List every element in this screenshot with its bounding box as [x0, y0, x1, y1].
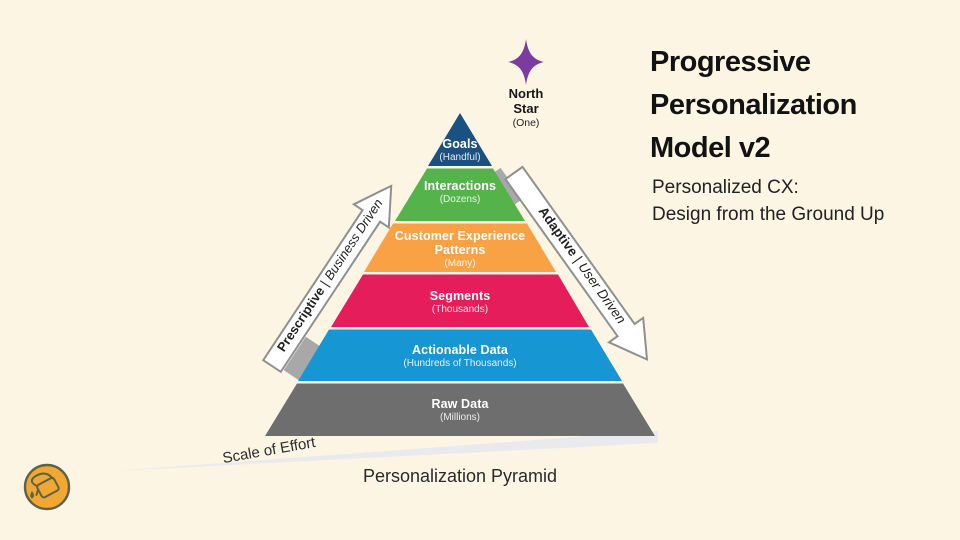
pyramid-layer-goals	[428, 113, 492, 166]
north-star-name: North Star	[508, 86, 544, 116]
pyramid-layer-interactions	[395, 168, 525, 221]
prescriptive-arrow-shadow	[283, 336, 322, 381]
north-star-label: North Star (One)	[496, 86, 556, 130]
pyramid-layer-actionable-data	[298, 329, 622, 381]
north-star-icon	[508, 39, 544, 85]
prescriptive-arrow	[261, 184, 393, 381]
paint-bucket-logo-icon	[23, 463, 71, 511]
pyramid-caption: Personalization Pyramid	[362, 466, 558, 486]
slide-subtitle: Personalized CX: Design from the Ground …	[652, 177, 885, 225]
down-arrow-icon	[504, 165, 649, 362]
logo-circle	[23, 463, 71, 511]
scale-of-effort-wedge	[113, 431, 658, 471]
logo-bucket-body	[36, 476, 60, 499]
logo-bucket-spout	[35, 488, 40, 496]
pyramid-layer-cx-patterns	[364, 223, 556, 272]
north-star-count: (One)	[512, 117, 540, 129]
up-arrow-icon	[261, 184, 393, 374]
pyramid-layer-raw-data	[265, 383, 655, 436]
pyramid-layer-segments	[331, 274, 589, 327]
logo-bucket-handle	[30, 472, 54, 488]
slide-title: Progressive Personalization Model v2	[650, 46, 857, 164]
logo-droplet	[30, 491, 34, 499]
